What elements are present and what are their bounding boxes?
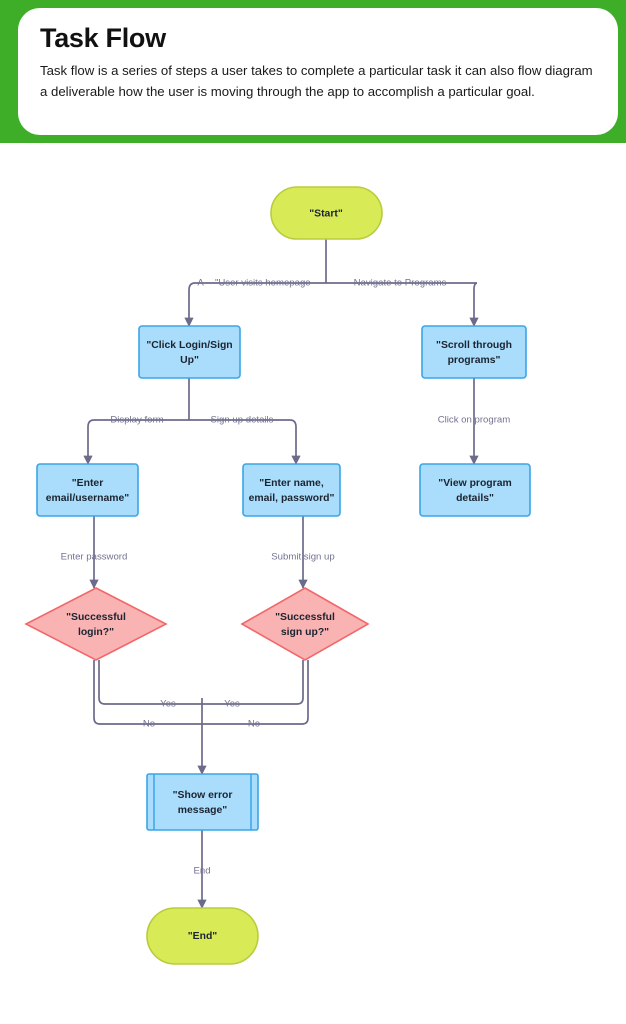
edge-start-to-login: [184, 282, 196, 327]
edge-oklogin-no: [93, 660, 202, 725]
node-successful-login-line2: login?": [78, 627, 114, 638]
node-show-error-message-line2: message": [178, 805, 227, 816]
node-scroll-through-programs[interactable]: "Scroll through programs": [421, 325, 527, 379]
node-click-login-signup-line1: "Click Login/Sign: [146, 340, 232, 351]
node-end-label: "End": [188, 931, 218, 942]
node-scroll-through-programs-line2: programs": [448, 355, 501, 366]
nodes-layer: "Start" "Click Login/Sign Up" "Scroll th…: [24, 186, 531, 965]
node-enter-name-email-password-line2: email, password": [249, 493, 335, 504]
node-start[interactable]: "Start": [270, 186, 383, 240]
edge-label-error-end: End: [193, 866, 210, 877]
node-view-program-details-line1: "View program: [438, 478, 511, 489]
edge-oklogin-yes: [98, 660, 202, 705]
edge-login-to-email: [83, 419, 95, 465]
node-successful-signup-decision[interactable]: "Successful sign up?": [240, 587, 370, 661]
edge-label-start-scroll: Navigate to Programs: [354, 278, 447, 289]
edges-layer: A -- "User visits homepage Navigate to P…: [61, 239, 511, 909]
edge-label-login-name: Sign up details: [211, 415, 274, 426]
edge-oksignup-yes: [202, 660, 304, 705]
node-enter-email-username[interactable]: "Enter email/username": [36, 463, 139, 517]
node-click-login-signup[interactable]: "Click Login/Sign Up": [138, 325, 241, 379]
header-band: Task Flow Task flow is a series of steps…: [0, 0, 626, 143]
node-successful-signup-line2: sign up?": [281, 627, 329, 638]
node-enter-name-email-password[interactable]: "Enter name, email, password": [242, 463, 341, 517]
edge-label-oksignup-no: No: [248, 719, 260, 730]
node-enter-email-username-line1: "Enter: [72, 478, 104, 489]
node-successful-login-line1: "Successful: [66, 612, 126, 623]
node-show-error-message-line1: "Show error: [173, 790, 233, 801]
node-view-program-details-line2: details": [456, 493, 494, 504]
edge-label-email-oklogin: Enter password: [61, 552, 128, 563]
page-description: Task flow is a series of steps a user ta…: [40, 62, 593, 100]
header-card: Task Flow Task flow is a series of steps…: [18, 8, 618, 135]
node-scroll-through-programs-line1: "Scroll through: [436, 340, 512, 351]
node-successful-signup-line1: "Successful: [275, 612, 335, 623]
edge-oksignup-no: [202, 660, 309, 725]
edge-label-start-login: A -- "User visits homepage: [197, 278, 310, 289]
node-enter-email-username-line2: email/username": [46, 493, 130, 504]
edge-login-to-name: [289, 419, 301, 465]
flowchart-canvas: A -- "User visits homepage Navigate to P…: [0, 143, 626, 1024]
node-start-label: "Start": [309, 208, 343, 219]
edge-label-oksignup-yes: Yes: [224, 699, 240, 710]
node-successful-login-decision[interactable]: "Successful login?": [24, 587, 168, 661]
edge-label-login-email: Display form: [110, 415, 163, 426]
node-click-login-signup-line2: Up": [180, 355, 199, 366]
node-view-program-details[interactable]: "View program details": [419, 463, 531, 517]
edge-label-name-oksignup: Submit sign up: [271, 552, 334, 563]
edge-label-oklogin-yes: Yes: [160, 699, 176, 710]
edge-label-oklogin-no: No: [143, 719, 155, 730]
node-enter-name-email-password-line1: "Enter name,: [259, 478, 324, 489]
page-title: Task Flow: [40, 23, 166, 53]
node-show-error-message[interactable]: "Show error message": [146, 773, 259, 831]
edge-start-to-scroll: [469, 282, 479, 327]
edge-label-scroll-view: Click on program: [438, 415, 511, 426]
node-end[interactable]: "End": [146, 907, 259, 965]
